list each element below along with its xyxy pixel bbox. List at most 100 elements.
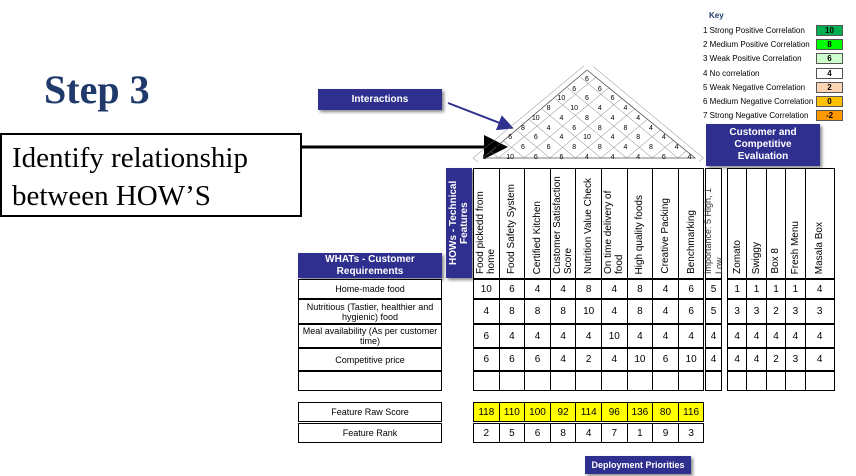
competitor-header-label: Fresh Menu bbox=[789, 220, 801, 274]
importance-cell: 4 bbox=[705, 348, 722, 371]
competitor-cell: 3 bbox=[785, 299, 806, 324]
roof-cell: 6 bbox=[572, 124, 577, 132]
feature-header: Food Safety System bbox=[498, 168, 526, 279]
key-row-label: 1 Strong Positive Correlation bbox=[703, 26, 805, 35]
relationship-cell: 4 bbox=[473, 299, 500, 324]
relationship-cell: 4 bbox=[677, 324, 705, 348]
roof-cell: 4 bbox=[610, 134, 615, 142]
competitor-cell: 3 bbox=[785, 348, 806, 371]
feature-header-label: Certified Kitchen bbox=[531, 200, 543, 274]
feature-header: Nutrition Value Check bbox=[575, 168, 602, 279]
raw-score-cell: 116 bbox=[677, 402, 705, 422]
roof-gridline bbox=[567, 87, 653, 159]
roof-gridline bbox=[600, 118, 649, 159]
roof-gridline bbox=[593, 66, 704, 159]
relationship-cell: 6 bbox=[677, 299, 705, 324]
rank-cell: 2 bbox=[473, 423, 500, 443]
roof-gridline bbox=[503, 140, 525, 159]
roof-cell: 6 bbox=[597, 85, 602, 93]
competitor-cell: 1 bbox=[727, 279, 748, 299]
roof-cell: 4 bbox=[674, 143, 679, 151]
relationship-cell: 4 bbox=[575, 324, 602, 348]
relationship-cell bbox=[524, 371, 551, 391]
roof-cell: 6 bbox=[585, 95, 589, 103]
roof-cell: 4 bbox=[597, 105, 602, 113]
rank-cell: 1 bbox=[626, 423, 654, 443]
roof-cell: 8 bbox=[572, 143, 577, 151]
relationship-cell: 4 bbox=[601, 279, 628, 299]
feature-header: Benchmarking bbox=[677, 168, 705, 279]
roof-cell: 8 bbox=[623, 124, 628, 132]
raw-score-cell: 96 bbox=[601, 402, 628, 422]
key-value-box: -2 bbox=[816, 110, 843, 122]
feature-header-label: Nutrition Value Check bbox=[583, 178, 595, 274]
relationship-cell: 2 bbox=[575, 348, 602, 371]
relationship-cell: 4 bbox=[524, 324, 551, 348]
relationship-cell: 6 bbox=[677, 279, 705, 299]
roof-gridline bbox=[677, 150, 687, 159]
roof-cell: 8 bbox=[585, 114, 589, 122]
roof-gridline bbox=[699, 157, 704, 162]
competitor-header-label: Zomato bbox=[731, 240, 743, 274]
competitor-cell: 4 bbox=[765, 324, 787, 348]
roof-cell: 8 bbox=[495, 143, 500, 151]
roof-gridline bbox=[490, 151, 499, 159]
interactions-arrow bbox=[447, 102, 514, 131]
roof-cell: 6 bbox=[610, 95, 615, 103]
roof-cell: 4 bbox=[546, 124, 551, 132]
competitor-header-label: Masala Box bbox=[814, 221, 826, 274]
relationship-cell: 10 bbox=[601, 324, 628, 348]
competitor-header: Zomato bbox=[727, 168, 748, 279]
feature-header-label: Benchmarking bbox=[685, 210, 697, 274]
key-value-box: 4 bbox=[816, 67, 843, 79]
roof-gridline bbox=[472, 65, 585, 159]
key-row-label: 7 Strong Negative Correlation bbox=[703, 111, 809, 121]
relationship-cell: 4 bbox=[549, 324, 577, 348]
roof-cell: 4 bbox=[687, 153, 692, 161]
requirement-label bbox=[298, 371, 442, 391]
key-row-label: 5 Weak Negative Correlation bbox=[703, 82, 806, 92]
feature-header-label: Creative Packing bbox=[659, 198, 671, 274]
raw-score-cell: 100 bbox=[524, 402, 551, 422]
roof-cell: 6 bbox=[482, 153, 487, 161]
feature-header-label: On time delivery of food bbox=[603, 190, 626, 274]
interactions-label: Interactions bbox=[318, 89, 442, 110]
roof-cell: 6 bbox=[533, 153, 538, 161]
key-row-label: 2 Medium Positive Correlation bbox=[703, 40, 810, 50]
relationship-cell: 8 bbox=[626, 299, 654, 324]
rank-cell: 4 bbox=[575, 423, 602, 443]
competitor-cell: 4 bbox=[804, 324, 835, 348]
relationship-cell bbox=[498, 371, 526, 391]
relationship-cell: 4 bbox=[601, 299, 628, 324]
relationship-cell bbox=[575, 371, 602, 391]
key-value-box: 0 bbox=[816, 96, 843, 107]
roof-cell: 4 bbox=[559, 134, 564, 142]
roof-cell: 10 bbox=[583, 134, 591, 142]
roof-cell: 10 bbox=[557, 95, 566, 103]
feature-header-label: High quality foods bbox=[634, 194, 646, 275]
relationship-cell: 4 bbox=[652, 324, 679, 348]
roof-cell: 6 bbox=[572, 85, 577, 93]
roof-cell: 8 bbox=[649, 143, 653, 151]
roof-cell: 10 bbox=[506, 153, 515, 161]
competitor-cell: 4 bbox=[804, 279, 835, 299]
rank-cell: 5 bbox=[498, 423, 526, 443]
relationship-cell bbox=[626, 371, 654, 391]
roof-cell: 6 bbox=[585, 76, 589, 83]
relationship-cell: 6 bbox=[473, 324, 500, 348]
competitor-cell: 2 bbox=[765, 299, 787, 324]
roof-gridline bbox=[580, 76, 678, 159]
relationship-cell: 8 bbox=[626, 279, 654, 299]
relationship-cell: 4 bbox=[626, 324, 654, 348]
roof-cell: 4 bbox=[649, 124, 653, 132]
roof-gridline bbox=[472, 157, 479, 163]
competitor-cell bbox=[746, 371, 767, 391]
relationship-cell: 6 bbox=[498, 279, 526, 299]
rank-cell: 6 bbox=[524, 423, 551, 443]
relationship-cell bbox=[473, 371, 500, 391]
roof-gridline bbox=[529, 119, 576, 159]
rank-cell: 7 bbox=[601, 423, 628, 443]
key-row: 7 Strong Negative Correlation -2 bbox=[703, 109, 843, 122]
